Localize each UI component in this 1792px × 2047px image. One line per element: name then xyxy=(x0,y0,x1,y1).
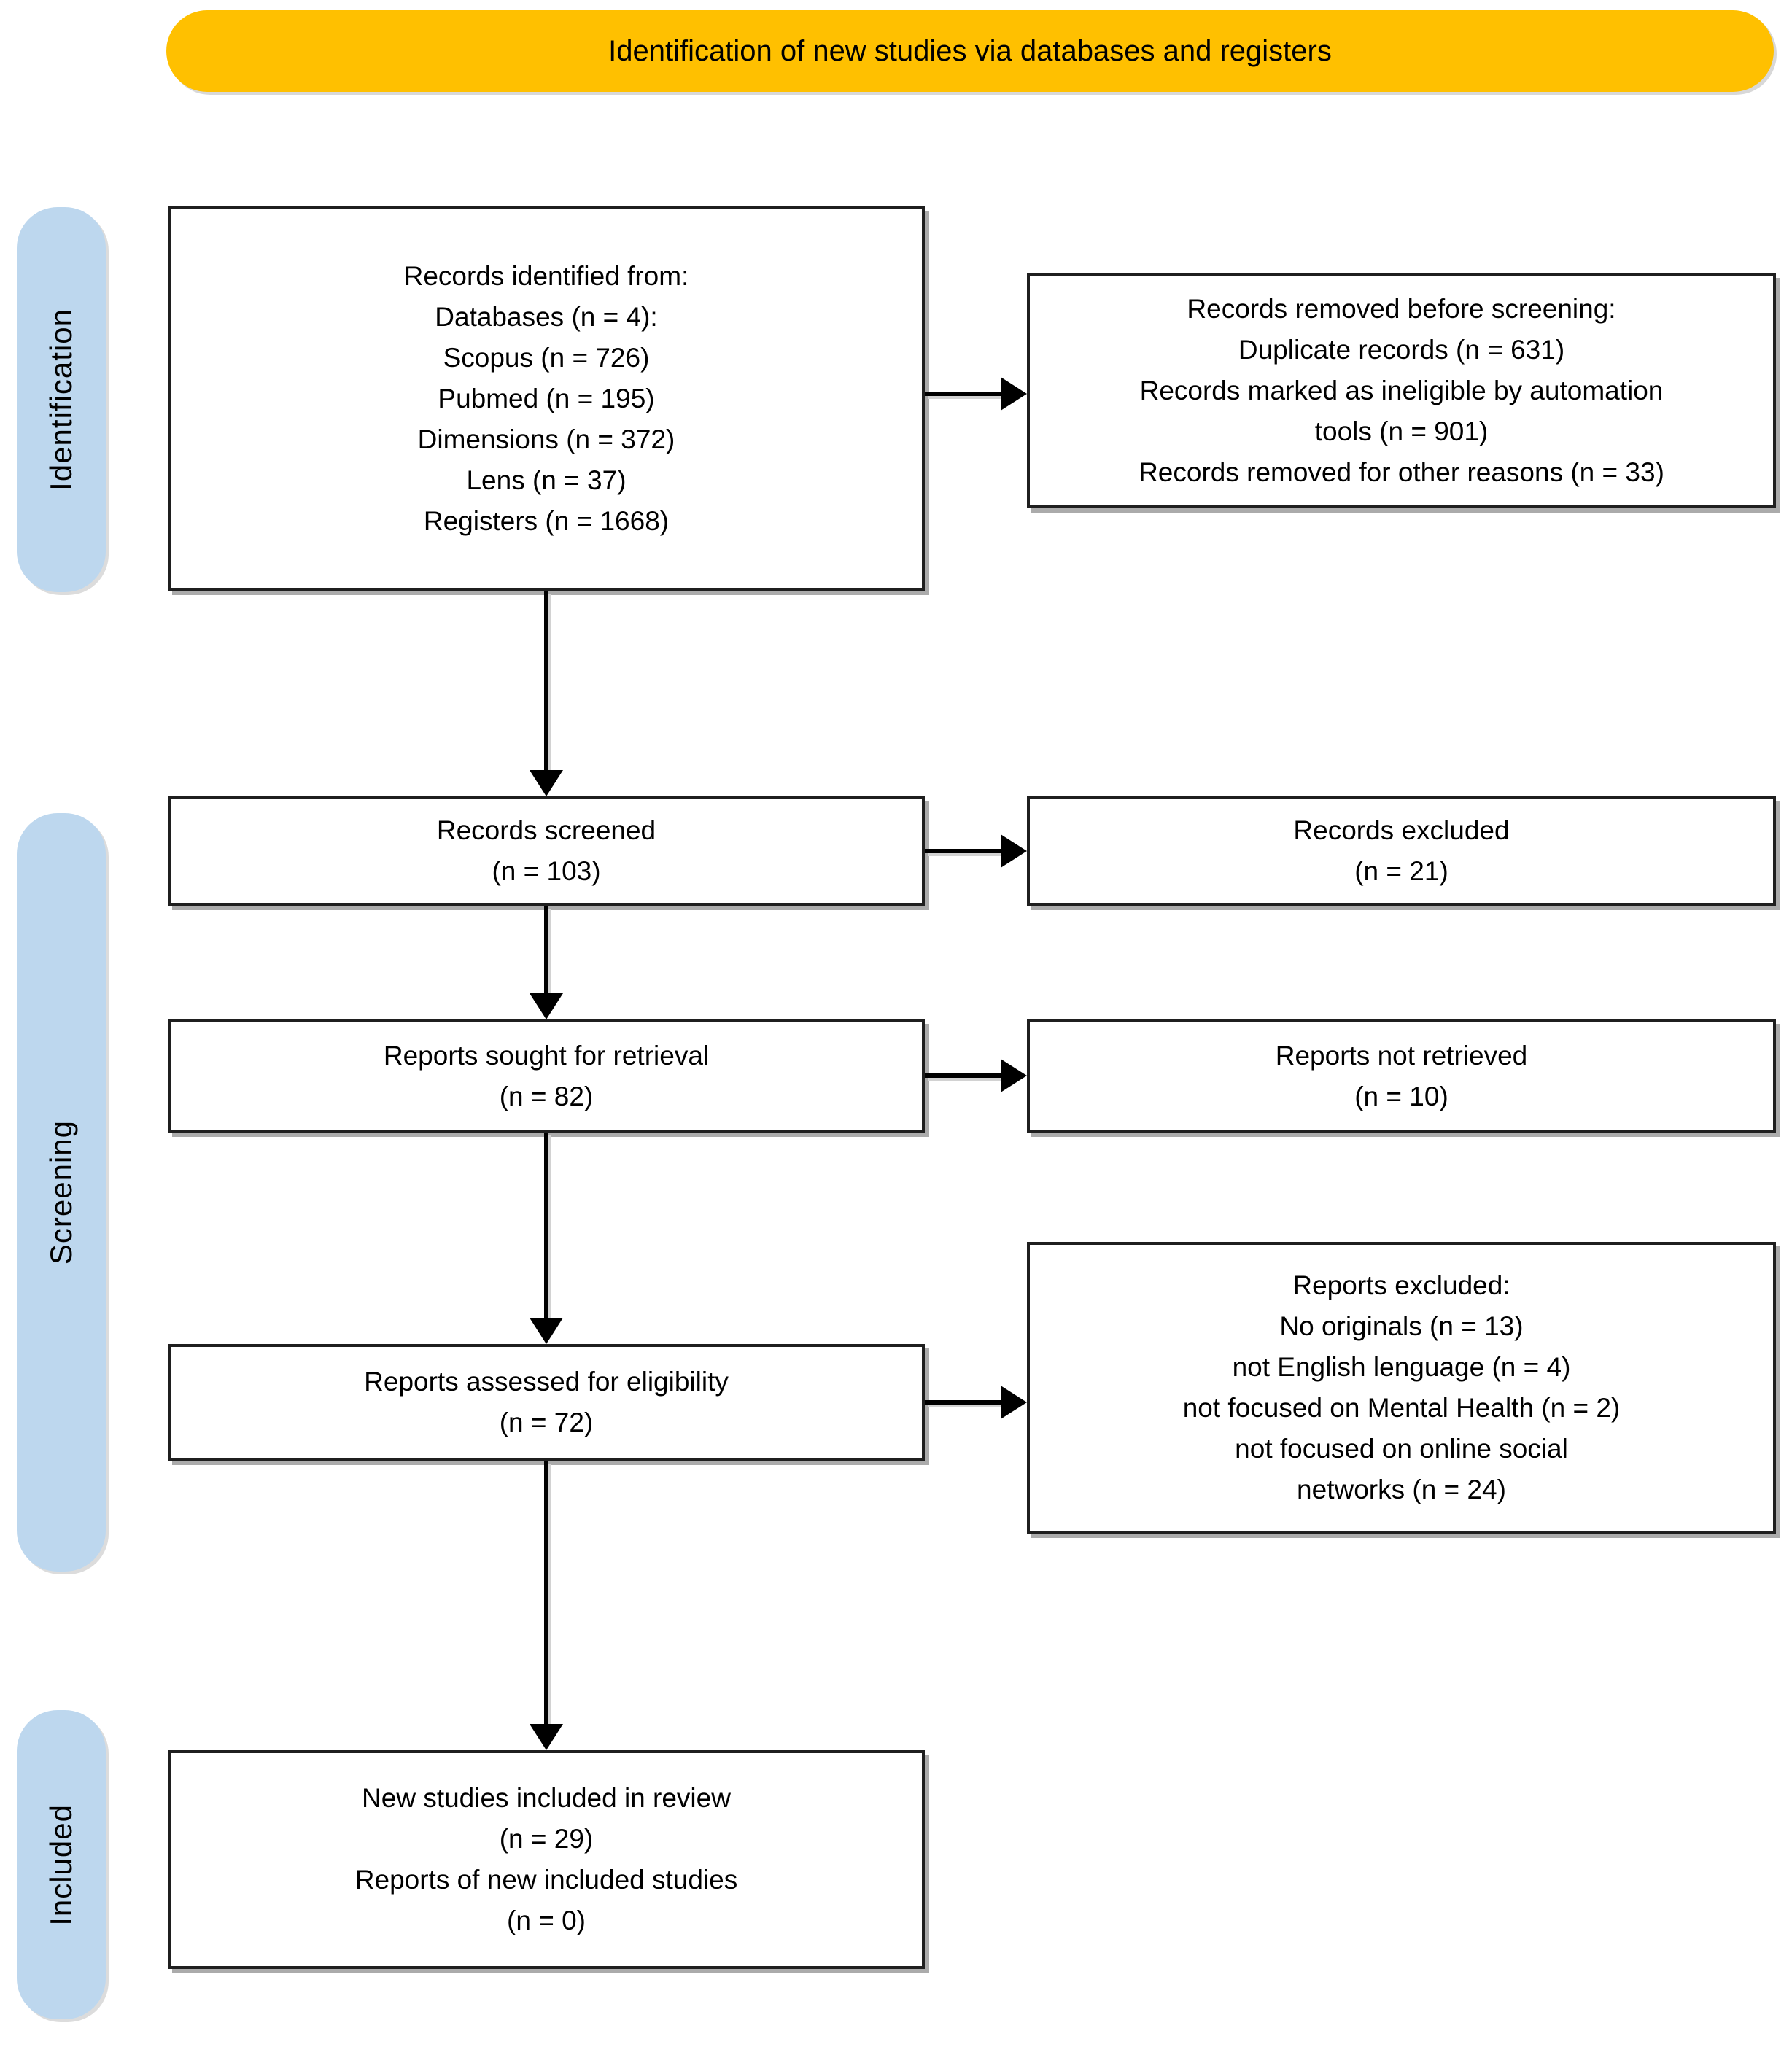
text-line: (n = 103) xyxy=(492,856,601,886)
reports-assessed-box: Reports assessed for eligibility (n = 72… xyxy=(168,1344,925,1461)
text-line: Reports not retrieved xyxy=(1275,1040,1528,1071)
text-line: (n = 82) xyxy=(499,1081,594,1111)
text-line: Dimensions (n = 372) xyxy=(417,424,675,454)
studies-included-box: New studies included in review (n = 29) … xyxy=(168,1750,925,1969)
arrow-screened-to-excluded-head xyxy=(1001,834,1027,868)
arrow-identified-to-removed-head xyxy=(1001,377,1027,411)
arrow-sought-to-assessed-head xyxy=(530,1318,563,1344)
arrow-sought-to-not-retrieved-head xyxy=(1001,1059,1027,1092)
records-removed-box: Records removed before screening: Duplic… xyxy=(1027,273,1776,508)
stage-identification: Identification xyxy=(17,207,106,592)
stage-screening: Screening xyxy=(17,813,106,1572)
arrow-assessed-to-reports-excluded-shaft xyxy=(925,1400,1002,1405)
text-line: (n = 72) xyxy=(499,1407,594,1437)
text-line: not focused on online social xyxy=(1235,1434,1568,1464)
stage-label: Included xyxy=(44,1803,78,1926)
records-identified-box: Records identified from: Databases (n = … xyxy=(168,206,925,591)
text-line: New studies included in review xyxy=(362,1783,731,1813)
stage-label: Screening xyxy=(44,1119,78,1265)
arrow-assessed-to-reports-excluded-head xyxy=(1001,1386,1027,1419)
arrow-screened-to-sought-shaft xyxy=(544,906,548,995)
arrow-screened-to-excluded-shaft xyxy=(925,849,1002,853)
text-line: Records marked as ineligible by automati… xyxy=(1139,376,1664,405)
arrow-identified-to-screened-head xyxy=(530,770,563,796)
text-line: tools (n = 901) xyxy=(1314,416,1489,446)
text-line: not focused on Mental Health (n = 2) xyxy=(1182,1393,1621,1423)
text-line: Reports excluded: xyxy=(1292,1270,1510,1300)
text-line: Records removed for other reasons (n = 3… xyxy=(1139,457,1664,487)
text-line: (n = 21) xyxy=(1354,856,1448,886)
arrow-screened-to-sought-head xyxy=(530,993,563,1019)
records-screened-box: Records screened (n = 103) xyxy=(168,796,925,906)
text-line: Pubmed (n = 195) xyxy=(438,383,655,413)
arrow-sought-to-not-retrieved-shaft xyxy=(925,1073,1002,1078)
text-line: Records removed before screening: xyxy=(1187,294,1616,324)
records-excluded-box: Records excluded (n = 21) xyxy=(1027,796,1776,906)
arrow-identified-to-screened-shaft xyxy=(544,591,548,772)
reports-excluded-box: Reports excluded: No originals (n = 13) … xyxy=(1027,1242,1776,1534)
text-line: Reports of new included studies xyxy=(354,1865,738,1895)
banner-title: Identification of new studies via databa… xyxy=(608,34,1332,67)
stage-label: Identification xyxy=(44,308,78,491)
text-line: Scopus (n = 726) xyxy=(443,342,650,373)
text-line: No originals (n = 13) xyxy=(1279,1311,1524,1341)
text-line: networks (n = 24) xyxy=(1297,1475,1506,1504)
text-line: Records excluded xyxy=(1293,815,1510,845)
text-line: (n = 0) xyxy=(507,1906,586,1935)
text-line: Reports assessed for eligibility xyxy=(364,1367,729,1397)
text-line: Duplicate records (n = 631) xyxy=(1238,335,1565,365)
text-line: Lens (n = 37) xyxy=(466,465,627,495)
text-line: Registers (n = 1668) xyxy=(423,505,670,536)
text-line: (n = 29) xyxy=(499,1824,594,1854)
arrow-assessed-to-included-head xyxy=(530,1724,563,1750)
arrow-sought-to-assessed-shaft xyxy=(544,1133,548,1319)
text-line: Databases (n = 4): xyxy=(435,301,658,332)
text-line: Reports sought for retrieval xyxy=(383,1040,710,1071)
arrow-assessed-to-included-shaft xyxy=(544,1461,548,1725)
reports-sought-box: Reports sought for retrieval (n = 82) xyxy=(168,1019,925,1133)
banner: Identification of new studies via databa… xyxy=(166,10,1774,92)
arrow-identified-to-removed-shaft xyxy=(925,392,1002,396)
text-line: Records identified from: xyxy=(403,260,689,291)
stage-included: Included xyxy=(17,1710,106,2019)
text-line: (n = 10) xyxy=(1354,1081,1448,1111)
text-line: not English lenguage (n = 4) xyxy=(1232,1352,1571,1382)
text-line: Records screened xyxy=(436,815,656,845)
reports-not-retrieved-box: Reports not retrieved (n = 10) xyxy=(1027,1019,1776,1133)
